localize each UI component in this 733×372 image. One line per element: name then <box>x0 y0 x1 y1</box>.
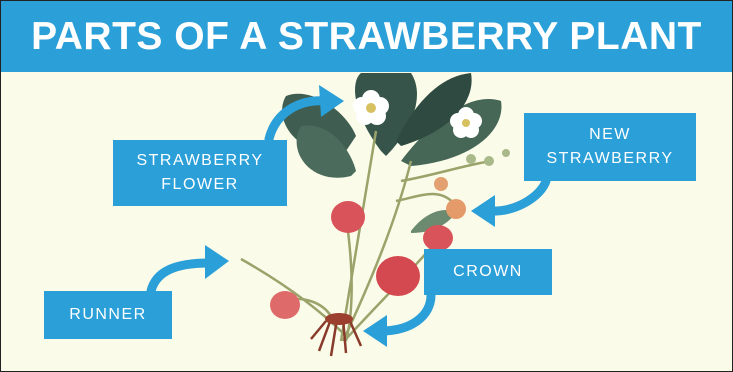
arrow-new-strawberry <box>488 181 546 211</box>
berry <box>423 225 453 251</box>
berry <box>270 291 300 319</box>
label-runner: RUNNER <box>44 291 172 339</box>
berry <box>446 199 466 219</box>
stem-6 <box>396 194 456 206</box>
bud <box>502 149 510 157</box>
stem-2 <box>343 161 411 341</box>
bud <box>484 156 494 166</box>
arrowhead-crown <box>363 315 387 347</box>
arrow-crown <box>381 295 431 331</box>
label-crown: CROWN <box>424 249 552 295</box>
label-strawberry-flower: STRAWBERRY FLOWER <box>113 140 287 206</box>
arrow-runner <box>151 263 209 291</box>
arrowhead-runner <box>205 245 229 279</box>
berry <box>434 177 448 191</box>
berry <box>376 256 420 296</box>
label-new-strawberry: NEW STRAWBERRY <box>524 113 696 181</box>
berry <box>331 201 365 233</box>
bud <box>466 154 476 164</box>
arrowhead-new-strawberry <box>471 195 495 227</box>
